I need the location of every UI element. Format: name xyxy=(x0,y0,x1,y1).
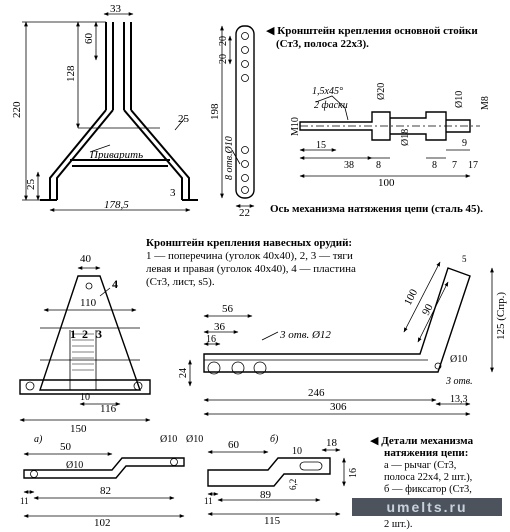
fixer-label: б) xyxy=(270,434,279,445)
dim-8-a: 8 xyxy=(376,160,381,171)
caption-hitch-line4: (Ст3, лист, s5). xyxy=(146,276,215,288)
dim-56: 56 xyxy=(222,303,234,315)
chamfer-2: 2 фаски xyxy=(314,100,348,111)
dim-306: 306 xyxy=(330,401,347,413)
dim-246: 246 xyxy=(308,387,325,399)
fixer-dim-16: 16 xyxy=(348,468,359,478)
fixer-dim-11: 11 xyxy=(204,496,213,506)
dim-7: 7 xyxy=(452,160,457,171)
dim-110: 110 xyxy=(80,297,97,309)
strip-holes: 8 отв.Ø10 xyxy=(224,136,235,180)
dim-d20: Ø20 xyxy=(376,83,387,100)
fixer-dim-115: 115 xyxy=(264,515,281,527)
dim-198: 198 xyxy=(209,103,221,120)
svg-text:umelts.ru: umelts.ru xyxy=(386,499,467,515)
dim-100: 100 xyxy=(378,177,395,189)
dim-150: 150 xyxy=(70,423,87,435)
dim-25-right: 25 xyxy=(178,113,190,125)
caption-chain-line2: натяжения цепи: xyxy=(384,447,468,459)
arm-holes-2: 3 отв. xyxy=(445,376,473,387)
main-bracket-strip xyxy=(220,25,255,208)
dim-60: 60 xyxy=(83,33,95,45)
dim-15: 15 xyxy=(316,140,326,151)
chamfer-1: 1,5x45° xyxy=(312,86,343,97)
dim-178: 178,5 xyxy=(104,199,129,211)
dim-24: 24 xyxy=(178,368,189,378)
dim-10: 10 xyxy=(80,392,90,403)
fixer-dim-6-2: 6,2 xyxy=(288,479,298,490)
dim-13-3: 13,3 xyxy=(450,394,468,405)
dim-m8: М8 xyxy=(480,96,491,110)
lever-a xyxy=(23,452,185,518)
dim-arm-100: 100 xyxy=(402,287,420,308)
lever-dim-11: 11 xyxy=(20,496,29,506)
dim-arm-5: 5 xyxy=(462,254,467,264)
lever-dim-d10-c: Ø10 xyxy=(66,460,83,471)
lever-dim-d10-b: Ø10 xyxy=(186,434,203,445)
dim-20-a: 20 xyxy=(218,36,229,46)
dim-36: 36 xyxy=(214,321,226,333)
fixer-dim-89: 89 xyxy=(260,489,272,501)
fixer-dim-18: 18 xyxy=(326,437,338,449)
lever-dim-50: 50 xyxy=(60,441,72,453)
lever-dim-d10-a: Ø10 xyxy=(160,434,177,445)
dim-arm-90: 90 xyxy=(420,302,436,318)
tension-axle xyxy=(299,95,480,178)
dim-arm-d10: Ø10 xyxy=(450,354,467,365)
lever-label: а) xyxy=(34,434,43,445)
fixer-dim-60: 60 xyxy=(228,439,240,451)
dim-125: 125 (Спр.) xyxy=(495,292,507,340)
caption-chain-line4: полоса 22х4, 2 шт.), xyxy=(384,472,472,483)
caption-chain-line3: а — рычаг (Ст3, xyxy=(384,460,456,471)
caption-hitch-line2: 1 — поперечина (уголок 40х40), 2, 3 — тя… xyxy=(146,250,353,262)
part-4: 4 xyxy=(112,277,118,291)
dim-22: 22 xyxy=(239,207,250,219)
weld-note: Приварить xyxy=(89,149,143,161)
dim-40: 40 xyxy=(80,253,92,265)
dim-d18: Ø18 xyxy=(400,129,411,146)
part-1: 1 xyxy=(70,327,76,341)
arm-holes: 3 отв. Ø12 xyxy=(279,329,331,341)
hitch-arm xyxy=(188,261,494,416)
dim-3: 3 xyxy=(170,187,176,199)
dim-m10: М10 xyxy=(290,117,301,136)
watermark: umelts.ru xyxy=(352,498,502,516)
caption-main-line2: (Ст3, полоса 22х3). xyxy=(276,38,369,50)
caption-main-line1: ◀ Кронштейн крепления основной стойки xyxy=(266,25,478,37)
part-3: 3 xyxy=(96,327,102,341)
dim-d10: Ø10 xyxy=(454,91,465,108)
dim-128: 128 xyxy=(65,65,77,82)
fixer-b xyxy=(207,448,346,516)
part-2: 2 xyxy=(82,327,88,341)
dim-38: 38 xyxy=(344,160,354,171)
caption-hitch-line3: левая и правая (уголок 40х40), 4 — пласт… xyxy=(146,263,356,275)
caption-chain-line1: ◀ Детали механизма xyxy=(370,435,474,447)
dim-116: 116 xyxy=(100,403,117,415)
dim-220: 220 xyxy=(11,101,23,118)
dim-16: 16 xyxy=(206,334,216,345)
caption-axle: Ось механизма натяжения цепи (сталь 45). xyxy=(270,203,483,215)
caption-chain-line5: б — фиксатор (Ст3, xyxy=(384,484,472,495)
caption-hitch-line1: Кронштейн крепления навесных орудий: xyxy=(146,237,352,249)
dim-25-left: 25 xyxy=(25,179,37,191)
dim-17: 17 xyxy=(468,160,478,171)
dim-33: 33 xyxy=(110,3,122,15)
fixer-dim-10: 10 xyxy=(292,446,302,457)
hitch-bracket xyxy=(19,266,151,422)
dim-20-b: 20 xyxy=(218,54,229,64)
caption-chain-line6: 2 шт.). xyxy=(384,519,413,530)
lever-dim-82: 82 xyxy=(100,485,111,497)
dim-8-b: 8 xyxy=(432,160,437,171)
dim-9: 9 xyxy=(462,138,467,149)
main-bracket-frame xyxy=(22,12,198,212)
lever-dim-102: 102 xyxy=(94,517,111,529)
